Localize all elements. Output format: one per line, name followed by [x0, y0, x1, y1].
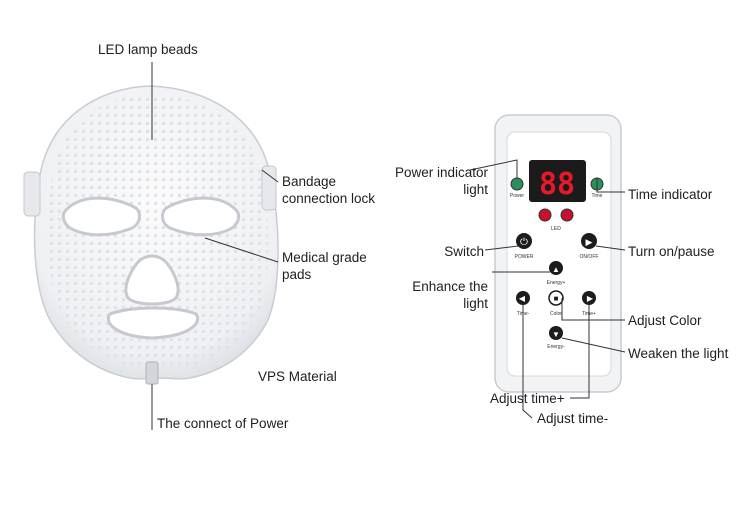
svg-text:Power: Power [510, 193, 525, 199]
energy-plus-button [549, 261, 563, 275]
svg-text:LED: LED [551, 226, 561, 232]
energy-minus-button [549, 326, 563, 340]
label-time-indicator: Time indicator [628, 187, 713, 202]
label-led-lamp-beads: LED lamp beads [98, 42, 198, 57]
time-minus-button [516, 291, 530, 305]
label-medical-pads-2: pads [282, 267, 312, 282]
svg-text:POWER: POWER [515, 254, 534, 260]
time-plus-button [582, 291, 596, 305]
mouth-hole [107, 306, 199, 340]
eye-left [61, 196, 141, 237]
bandage-lock-right [261, 165, 277, 211]
play-pause-icon: ▶ [586, 237, 593, 247]
svg-text:Energy+: Energy+ [547, 280, 566, 286]
led-button-right [560, 208, 574, 222]
svg-text:Color: Color [550, 311, 562, 317]
arrow-right-icon: ▶ [587, 294, 594, 303]
label-adjust-color: Adjust Color [628, 313, 702, 328]
label-weaken: Weaken the light [628, 346, 729, 361]
arrow-down-icon: ▼ [552, 330, 560, 339]
display-digits: 88 [539, 167, 575, 202]
color-icon: ■ [554, 294, 559, 303]
color-button [548, 290, 564, 306]
bandage-lock-left [23, 171, 41, 217]
label-enhance-2: light [463, 296, 488, 311]
label-bandage-1: Bandage [282, 174, 337, 189]
label-power-indicator-1: Power indicator [394, 165, 488, 180]
power-button [516, 233, 532, 249]
eye-right [161, 196, 241, 237]
seven-seg-display [529, 160, 586, 202]
arrow-up-icon: ▲ [552, 265, 560, 274]
label-vps-material: VPS Material [258, 369, 337, 384]
svg-text:ON/OFF: ON/OFF [580, 254, 599, 260]
label-adjust-time-minus: Adjust time- [537, 411, 609, 426]
svg-text:Energy-: Energy- [547, 344, 565, 350]
nose-hole [124, 254, 180, 306]
arrow-left-icon: ◀ [519, 294, 526, 303]
label-turn-on-pause: Turn on/pause [628, 244, 715, 259]
label-enhance-1: Enhance the [412, 279, 488, 294]
svg-text:Time: Time [592, 193, 603, 199]
onoff-button [581, 233, 597, 249]
label-medical-pads-1: Medical grade [282, 250, 367, 265]
label-power-indicator-2: light [463, 182, 488, 197]
led-button-left [538, 208, 552, 222]
label-switch: Switch [444, 244, 484, 259]
label-bandage-2: connection lock [282, 191, 376, 206]
label-power-connect: The connect of Power [157, 416, 289, 431]
label-adjust-time-plus: Adjust time+ [490, 391, 565, 406]
power-icon: ⏻ [520, 237, 528, 248]
